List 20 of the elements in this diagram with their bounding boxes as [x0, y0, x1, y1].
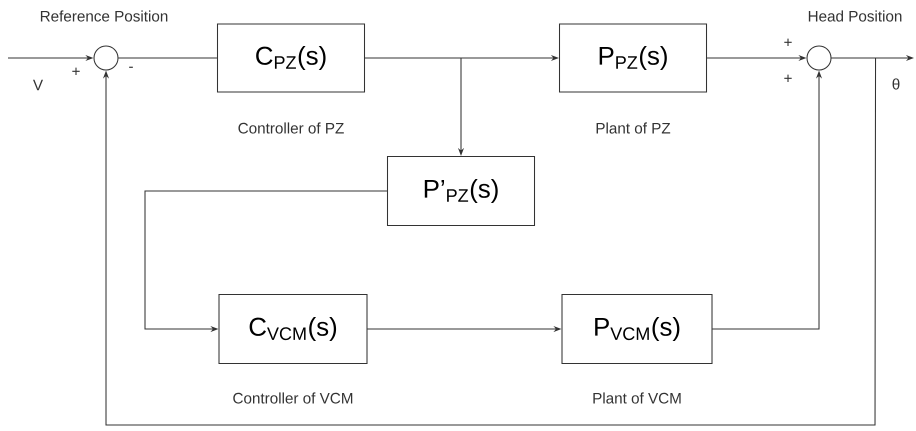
block-caption: Controller of PZ	[238, 122, 344, 134]
sign-label: -	[129, 66, 133, 68]
block-box: C$_{VCM}$(s)	[218, 294, 368, 364]
signal-label: θ	[892, 78, 900, 90]
block-box: P$_{VCM}$(s)	[561, 294, 713, 364]
sign-label: +	[72, 68, 80, 76]
signal-label: V	[33, 80, 43, 90]
block-box: P’$_{PZ}$(s)	[386, 156, 536, 226]
signal-label: Reference Position	[40, 10, 168, 22]
block-box: C$_{PZ}$(s)	[216, 23, 366, 93]
signal-label: Head Position	[808, 10, 902, 22]
sign-label: +	[784, 38, 792, 46]
sign-label: +	[784, 74, 792, 82]
block-box: P$_{PZ}$(s)	[558, 23, 708, 93]
block-caption: Plant of VCM	[593, 392, 681, 404]
block-caption: Controller of VCM	[233, 392, 352, 404]
summing-junction	[806, 45, 832, 71]
arrow	[102, 57, 876, 426]
block-caption: Plant of PZ	[596, 122, 670, 134]
summing-junction	[93, 45, 119, 71]
